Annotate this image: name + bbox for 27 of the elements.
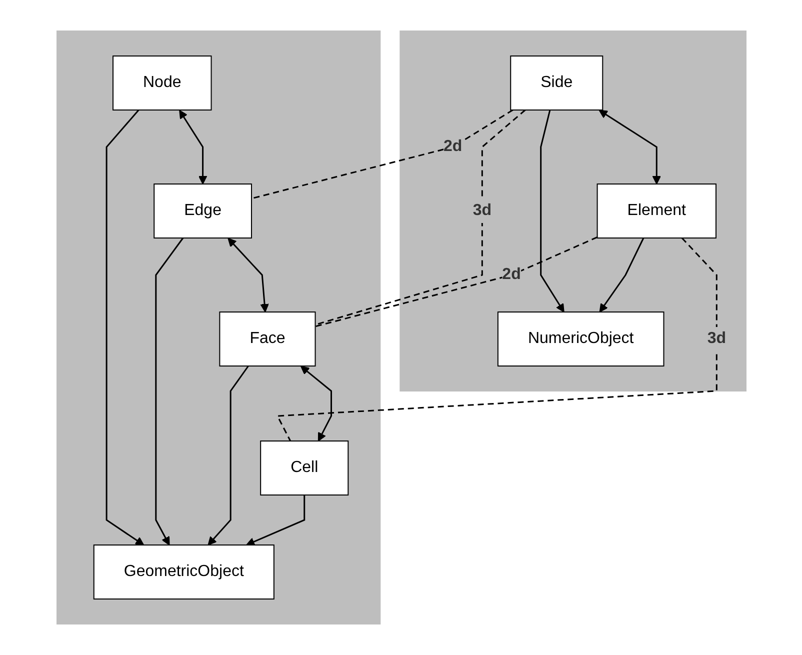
node-box: GeometricObject — [92, 544, 274, 600]
node-box: Edge — [153, 184, 252, 238]
connector — [250, 109, 513, 200]
edge-label: 3d — [706, 330, 726, 347]
cluster — [56, 30, 380, 624]
arrow — [154, 238, 184, 546]
node-box: Element — [596, 184, 716, 238]
arrow — [300, 366, 332, 442]
arrow — [598, 238, 644, 312]
arrow — [227, 238, 268, 312]
connector — [314, 236, 598, 328]
arrow — [178, 110, 207, 184]
edge-label: 2d — [442, 138, 462, 155]
arrow — [598, 110, 661, 184]
edge-label: 3d — [472, 202, 491, 219]
node-box: NumericObject — [496, 312, 664, 366]
node-box: Face — [218, 312, 316, 366]
arrow — [105, 110, 144, 546]
edge-label: 2d — [502, 266, 520, 283]
node-box: Side — [510, 56, 603, 110]
cluster — [399, 30, 746, 392]
arrow — [246, 495, 305, 546]
node-box: Cell — [260, 440, 348, 496]
arrow — [540, 110, 564, 312]
node-box: Node — [112, 56, 212, 110]
connector — [276, 237, 717, 442]
arrow — [207, 366, 248, 546]
